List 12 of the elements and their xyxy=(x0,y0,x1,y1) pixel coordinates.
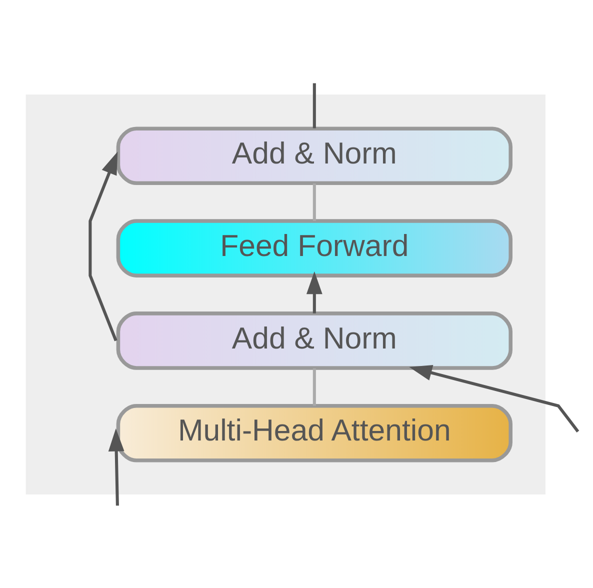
node-box: Add & Norm xyxy=(116,126,512,185)
arrow xyxy=(88,151,118,341)
connector xyxy=(312,368,316,406)
node-box: Multi-Head Attention xyxy=(116,403,512,462)
node-box: Add & Norm xyxy=(116,311,512,370)
cluster xyxy=(26,94,546,494)
arrow xyxy=(306,270,322,313)
arrow xyxy=(409,364,580,432)
node-box: Feed Forward xyxy=(116,218,512,277)
connector xyxy=(312,183,316,220)
connector xyxy=(312,82,316,128)
arrow xyxy=(108,428,124,506)
